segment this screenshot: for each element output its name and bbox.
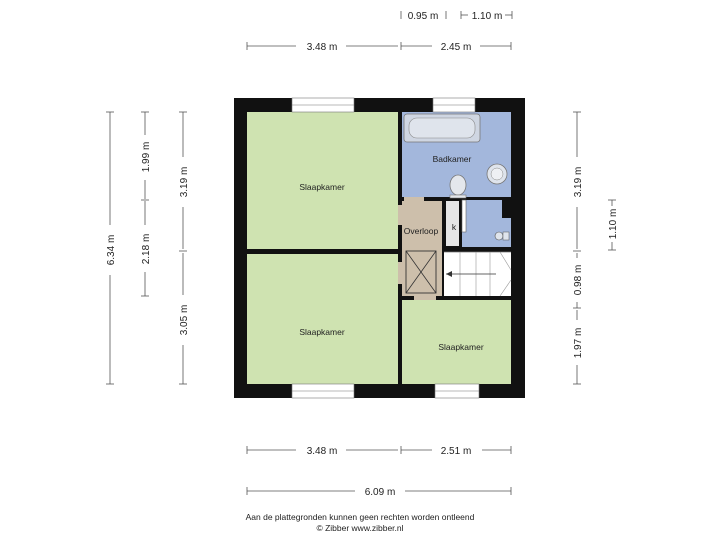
dim-left-total: 6.34 m [106,111,117,385]
label-bedroom-top-left: Slaapkamer [299,182,345,192]
room-landing[interactable] [402,201,442,246]
door-top-left-bedroom [398,205,402,225]
svg-text:3.48 m: 3.48 m [307,446,338,457]
dim-left-inner-upper: 3.19 m [179,111,190,252]
small-basin [494,231,510,241]
dim-top-right: 2.45 m [400,42,512,53]
svg-text:1.97 m: 1.97 m [573,328,584,359]
room-bedroom-bottom-right[interactable] [402,300,511,384]
dim-top-small-left: 0.95 m [400,11,447,22]
dim-right-lower: 1.97 m [573,310,584,385]
svg-text:0.98 m: 0.98 m [573,265,584,296]
dim-left-mid-lower: 2.18 m [141,201,152,297]
svg-text:2.51 m: 2.51 m [441,446,472,457]
door-bottom-right-bedroom [414,296,436,300]
washbasin [486,163,508,185]
room-bedroom-top-left[interactable] [247,112,398,249]
dim-right-upper: 3.19 m [573,111,584,252]
stairs [444,251,512,297]
window-top-left [291,97,355,113]
shower-screen [461,199,467,233]
stair-void [405,250,437,294]
label-bedroom-bottom-left: Slaapkamer [299,327,345,337]
footer-copyright: © Zibber www.zibber.nl [316,523,404,533]
dim-left-mid-upper: 1.99 m [141,111,152,201]
bathtub [403,113,481,143]
dim-right-mid: 0.98 m [573,253,584,309]
room-bedroom-bottom-left[interactable] [247,254,398,384]
svg-text:3.48 m: 3.48 m [307,42,338,53]
svg-text:6.09 m: 6.09 m [365,487,396,498]
svg-text:1.99 m: 1.99 m [141,142,152,173]
room-closet[interactable] [446,201,459,246]
svg-text:1.10 m: 1.10 m [608,209,619,240]
dim-bottom-total: 6.09 m [246,487,512,498]
bathroom-partition [502,200,511,218]
door-bottom-left-bedroom [398,262,402,284]
label-landing: Overloop [404,226,439,236]
label-bedroom-bottom-right: Slaapkamer [438,342,484,352]
window-bottom-left [291,383,355,399]
svg-text:2.18 m: 2.18 m [141,234,152,265]
dim-right-outer: 1.10 m [608,199,619,251]
svg-text:6.34 m: 6.34 m [106,235,117,266]
footer-disclaimer: Aan de plattegronden kunnen geen rechten… [245,512,475,522]
dim-top-left: 3.48 m [246,42,398,53]
label-closet: k [452,222,457,232]
dim-left-inner-lower: 3.05 m [179,253,190,385]
svg-text:1.10 m: 1.10 m [472,11,503,22]
svg-text:3.19 m: 3.19 m [573,167,584,198]
window-top-right [432,97,476,113]
door-bathroom [404,197,424,201]
svg-text:2.45 m: 2.45 m [441,42,472,53]
window-bottom-right [434,383,480,399]
toilet [449,174,467,199]
svg-text:0.95 m: 0.95 m [408,11,439,22]
dim-bottom-right: 2.51 m [400,446,512,457]
svg-text:3.05 m: 3.05 m [179,305,190,336]
svg-text:3.19 m: 3.19 m [179,167,190,198]
dim-top-small-right: 1.10 m [460,11,513,22]
dim-bottom-left: 3.48 m [246,446,398,457]
label-bathroom: Badkamer [433,154,472,164]
